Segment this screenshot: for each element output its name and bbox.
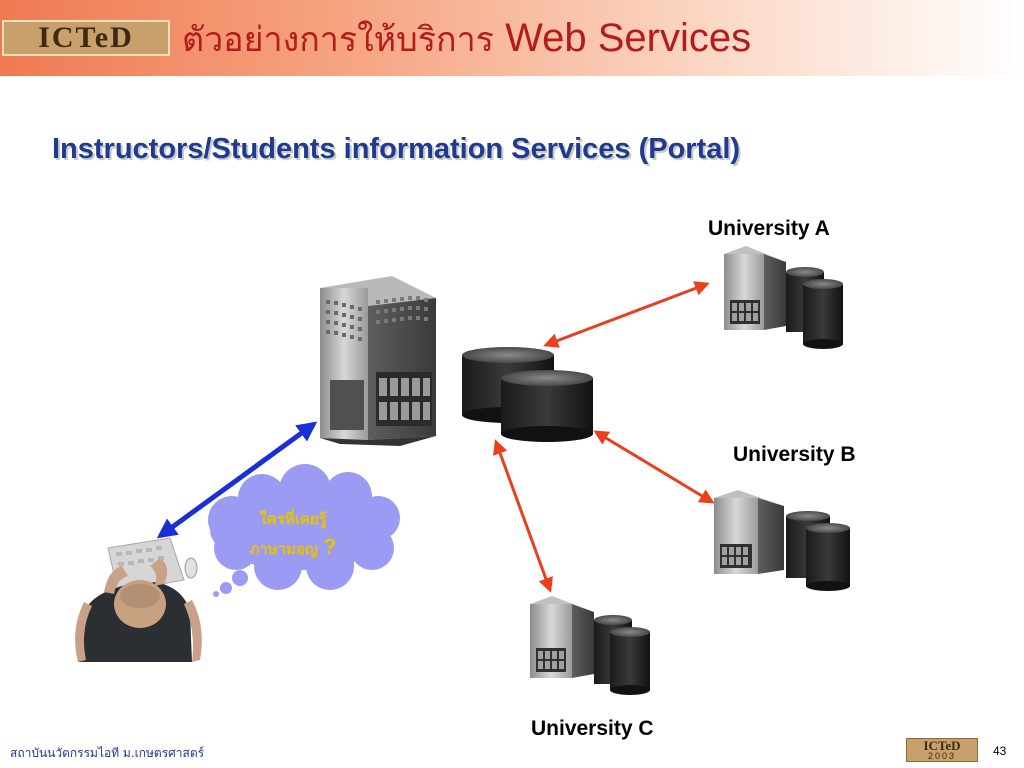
footer-logo: ICTeD 2003 (906, 738, 978, 762)
footer-institute: สถาบันนวัตกรรมไอที ม.เกษตรศาสตร์ (10, 746, 205, 760)
user-at-computer-icon (75, 537, 202, 662)
university-b-label: University B (733, 443, 856, 466)
slide-title: ตัวอย่างการให้บริการ Web Services (182, 12, 751, 66)
arrow-portal-university-a (543, 281, 710, 348)
arrow-portal-university-c (493, 439, 553, 593)
slide-title-en: Web Services (505, 16, 752, 60)
arrow-portal-university-b (593, 430, 715, 504)
arrow-user-portal (156, 421, 318, 539)
header-bar: ICTeD ตัวอย่างการให้บริการ Web Services (0, 0, 1024, 76)
university-b-server-icon (714, 490, 850, 591)
university-a-server-icon (724, 246, 843, 349)
ictd-logo-text: ICTeD (38, 21, 134, 54)
thought-bubble (208, 464, 400, 597)
thought-bubble-line2: ภาษามอญ (249, 540, 318, 558)
slide-subtitle: Instructors/Students information Service… (52, 133, 741, 165)
page-number: 43 (993, 744, 1007, 758)
portal-server-icon (320, 276, 436, 446)
university-a-label: University A (708, 217, 830, 240)
question-mark: ? (323, 534, 337, 559)
university-c-label: University C (531, 717, 654, 740)
slide-title-thai: ตัวอย่างการให้บริการ (182, 21, 494, 59)
footer-logo-year: 2003 (927, 751, 957, 761)
portal-database-icon (462, 347, 593, 442)
university-c-server-icon (530, 596, 650, 695)
footer-logo-text: ICTeD (923, 738, 961, 753)
thought-bubble-line2-wrap: ภาษามอญ ? (228, 533, 358, 563)
ictd-logo: ICTeD (2, 20, 170, 56)
thought-bubble-line1: ใครที่เคยรู้ (259, 510, 327, 528)
thought-bubble-text: ใครที่เคยรู้ ภาษามอญ ? (228, 505, 358, 563)
